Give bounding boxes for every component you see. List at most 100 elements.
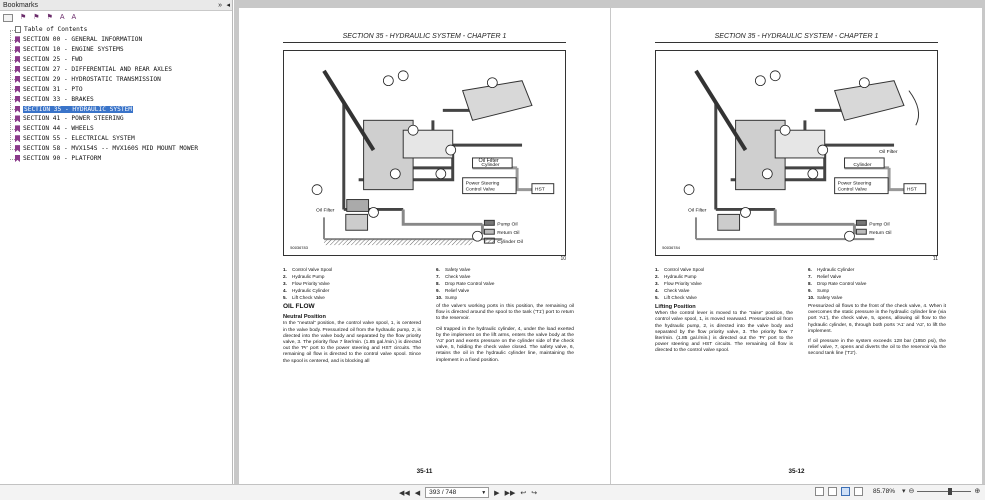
bookmark-options-icon[interactable]: ⚑ xyxy=(46,13,53,21)
tree-connector xyxy=(10,148,15,150)
bookmark-label: SECTION 27 - DIFFERENTIAL AND REAR AXLES xyxy=(23,66,173,73)
paragraph: When the control lever is moved to the “… xyxy=(655,311,793,354)
bookmark-add-icon[interactable]: ⚑ xyxy=(33,13,40,21)
bookmark-item[interactable]: SECTION 33 - BRAKES xyxy=(0,94,232,104)
bookmark-item[interactable]: SECTION 41 - POWER STEERING xyxy=(0,114,232,124)
legend-number: 2. xyxy=(655,273,659,279)
legend-entry: 4.Check Valve xyxy=(655,288,704,295)
single-page-icon[interactable] xyxy=(815,487,824,496)
zoom-in-icon[interactable]: ⊕ xyxy=(974,488,981,495)
legend-entry: 7.Check Valve xyxy=(436,274,494,281)
bookmark-item[interactable]: SECTION 90 - PLATFORM xyxy=(0,154,232,164)
bookmark-label: SECTION 29 - HYDROSTATIC TRANSMISSION xyxy=(23,75,161,83)
legend-entry: 2.Hydraulic Pump xyxy=(283,274,332,281)
forward-view-icon[interactable]: ↪ xyxy=(531,489,538,497)
font-decrease-icon[interactable]: A xyxy=(71,13,77,21)
bookmark-item[interactable]: SECTION 10 - ENGINE SYSTEMS xyxy=(0,45,232,55)
legend-number: 5. xyxy=(283,294,287,300)
legend-number: 5. xyxy=(655,294,659,300)
tree-connector xyxy=(10,119,15,121)
facing-pages-icon[interactable] xyxy=(841,487,850,496)
legend-number: 1. xyxy=(283,267,287,272)
text-column-1: OIL FLOW Neutral Position In the “neutra… xyxy=(283,303,421,369)
legend-number: 9. xyxy=(808,287,812,293)
bookmark-item[interactable]: Table of Contents xyxy=(0,25,232,35)
bookmark-item[interactable]: SECTION 58 - MVX154S -- MVX160S MID MOUN… xyxy=(0,144,232,154)
page-number: 35-11 xyxy=(416,468,433,475)
last-page-button[interactable]: ▶▶ xyxy=(504,489,516,497)
first-page-button[interactable]: ◀◀ xyxy=(399,489,410,497)
zoom-out-icon[interactable]: ⊖ xyxy=(908,488,915,495)
bookmark-item[interactable]: SECTION 35 - HYDRAULIC SYSTEM xyxy=(0,104,232,114)
continuous-page-icon[interactable] xyxy=(828,487,837,496)
header-rule xyxy=(655,42,938,43)
legend-number: 8. xyxy=(436,280,440,286)
legend-pump-oil: Pump Oil xyxy=(869,221,889,227)
legend-entry: 9.Sump xyxy=(808,288,866,295)
bookmarks-panel: Bookmarks » ◂ ⚑ ⚑ ⚑ A A Table of Content… xyxy=(0,0,233,484)
figure-number: 10 xyxy=(560,256,566,262)
bookmark-delete-icon[interactable]: ⚑ xyxy=(20,13,27,21)
chevron-down-icon[interactable]: ▼ xyxy=(481,490,487,496)
legend-entry: 5.Lift Check Valve xyxy=(283,295,332,302)
bookmark-label: SECTION 25 - FWD xyxy=(23,56,83,64)
label-cylinder: Cylinder xyxy=(481,162,499,168)
font-increase-icon[interactable]: A xyxy=(59,13,65,21)
tree-connector xyxy=(10,59,15,61)
bookmark-label: SECTION 31 - PTO xyxy=(23,85,83,93)
legend-text: Drop Rate Control Valve xyxy=(817,280,867,286)
label-power-steering: Power Steering xyxy=(466,181,500,187)
header-rule xyxy=(283,42,566,43)
previous-page-button[interactable]: ◀ xyxy=(414,489,421,497)
bookmark-item[interactable]: SECTION 31 - PTO xyxy=(0,84,232,94)
bookmark-icon xyxy=(15,66,20,73)
zoom-slider[interactable] xyxy=(917,488,972,495)
bookmark-list-icon[interactable] xyxy=(3,13,13,22)
bookmark-item[interactable]: SECTION 44 - WHEELS xyxy=(0,124,232,134)
page-header: SECTION 35 - HYDRAULIC SYSTEM - CHAPTER … xyxy=(714,33,879,40)
bookmark-item[interactable]: SECTION 55 - ELECTRICAL SYSTEM xyxy=(0,134,232,144)
tree-connector xyxy=(10,89,15,91)
tree-connector xyxy=(10,79,15,81)
tree-connector xyxy=(10,39,15,41)
zoom-level: 85.78% xyxy=(873,488,896,495)
legend-return-oil: Return Oil xyxy=(869,230,891,236)
collapse-panel-button[interactable]: » xyxy=(218,2,222,9)
bookmark-item[interactable]: SECTION 27 - DIFFERENTIAL AND REAR AXLES xyxy=(0,65,232,75)
bookmark-icon xyxy=(15,125,20,133)
legend-number: 4. xyxy=(283,287,287,293)
legend-text: Check Valve xyxy=(664,287,690,293)
bookmark-icon xyxy=(15,36,20,44)
back-view-icon[interactable]: ↩ xyxy=(520,489,527,497)
document-view[interactable]: SECTION 35 - HYDRAULIC SYSTEM - CHAPTER … xyxy=(234,0,985,484)
bookmark-item[interactable]: SECTION 29 - HYDROSTATIC TRANSMISSION xyxy=(0,74,232,84)
continuous-facing-icon[interactable] xyxy=(854,487,863,496)
bookmark-item[interactable]: SECTION 00 - GENERAL INFORMATION xyxy=(0,35,232,45)
hide-panel-button[interactable]: ◂ xyxy=(226,2,230,9)
bookmark-label: SECTION 44 - WHEELS xyxy=(23,125,94,133)
legend-entry: 10.Safety Valve xyxy=(808,295,866,302)
legend-number: 10. xyxy=(436,294,443,300)
bookmark-icon xyxy=(15,46,20,54)
legend-text: Safety Valve xyxy=(817,294,843,300)
paragraph: of the valve's working ports in this pos… xyxy=(436,304,574,322)
bookmark-icon xyxy=(15,115,20,123)
legend-entry: 1.Control Valve Spool xyxy=(655,267,704,274)
bookmark-icon xyxy=(15,95,20,103)
view-mode-buttons xyxy=(815,487,863,496)
legend-text: Relief Valve xyxy=(445,287,470,293)
legend-text: Flow Priority Valve xyxy=(292,280,330,286)
bookmark-label: SECTION 90 - PLATFORM xyxy=(23,155,102,163)
bookmark-label: SECTION 55 - ELECTRICAL SYSTEM xyxy=(23,135,135,143)
text-column-2: Pressurized oil flows to the front of th… xyxy=(808,304,946,362)
page-number-input[interactable]: 393 / 748 ▼ xyxy=(425,487,490,498)
bookmark-icon xyxy=(15,155,20,163)
bookmark-item[interactable]: SECTION 25 - FWD xyxy=(0,55,232,65)
zoom-dropdown-icon[interactable]: ▾ xyxy=(902,488,906,495)
label-cylinder: Cylinder xyxy=(853,162,871,168)
legend-number: 9. xyxy=(436,287,440,293)
next-page-button[interactable]: ▶ xyxy=(494,489,500,497)
zoom-slider-handle[interactable] xyxy=(948,488,953,495)
